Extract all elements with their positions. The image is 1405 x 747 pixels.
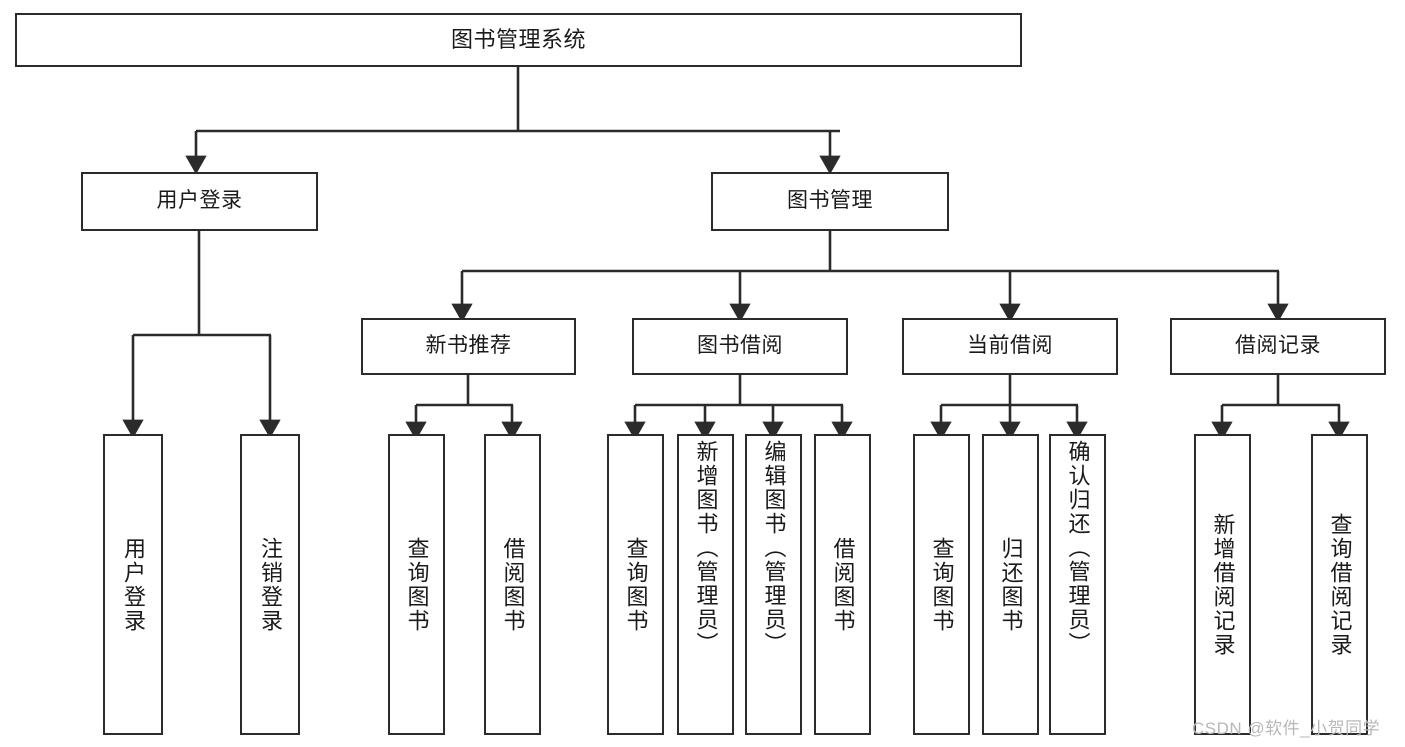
node-label: 归还图书 bbox=[998, 536, 1024, 633]
leaf-current-borrow-return[interactable]: 归还图书 bbox=[982, 434, 1039, 735]
leaf-user-login-login[interactable]: 用户登录 bbox=[103, 434, 163, 735]
leaf-book-borrow-edit[interactable]: 编辑图书（管理员） bbox=[745, 434, 802, 735]
leaf-user-login-logout[interactable]: 注销登录 bbox=[240, 434, 300, 735]
leaf-current-borrow-query[interactable]: 查询图书 bbox=[913, 434, 970, 735]
leaf-borrow-records-add[interactable]: 新增借阅记录 bbox=[1194, 434, 1251, 735]
leaf-book-borrow-add[interactable]: 新增图书（管理员） bbox=[677, 434, 734, 735]
node-label: 查询图书 bbox=[623, 536, 649, 633]
leaf-new-book-query[interactable]: 查询图书 bbox=[388, 434, 445, 735]
node-label: 借阅记录 bbox=[1235, 334, 1321, 358]
node-book-management[interactable]: 图书管理 bbox=[711, 172, 949, 231]
node-label: 新书推荐 bbox=[425, 334, 512, 358]
leaf-book-borrow-borrow[interactable]: 借阅图书 bbox=[814, 434, 871, 735]
node-new-book-recommend[interactable]: 新书推荐 bbox=[361, 318, 576, 375]
node-label: 借阅图书 bbox=[830, 536, 856, 633]
node-label: 确认归还（管理员） bbox=[1065, 440, 1091, 656]
node-label: 新增借阅记录 bbox=[1210, 512, 1236, 657]
leaf-borrow-records-query[interactable]: 查询借阅记录 bbox=[1311, 434, 1368, 735]
leaf-book-borrow-query[interactable]: 查询图书 bbox=[607, 434, 664, 735]
node-borrow-records[interactable]: 借阅记录 bbox=[1170, 318, 1386, 375]
node-label: 用户登录 bbox=[156, 189, 243, 213]
node-label: 查询借阅记录 bbox=[1327, 512, 1353, 657]
node-current-borrow[interactable]: 当前借阅 bbox=[902, 318, 1118, 375]
node-label: 用户登录 bbox=[120, 536, 146, 633]
node-label: 编辑图书（管理员） bbox=[761, 440, 787, 656]
node-label: 新增图书（管理员） bbox=[693, 440, 719, 656]
node-label: 查询图书 bbox=[404, 536, 430, 633]
node-book-borrow[interactable]: 图书借阅 bbox=[632, 318, 848, 375]
node-label: 注销登录 bbox=[257, 536, 283, 633]
node-root-system[interactable]: 图书管理系统 bbox=[15, 13, 1022, 67]
node-user-login[interactable]: 用户登录 bbox=[81, 172, 318, 231]
csdn-watermark: CSDN @软件_小贺同学 bbox=[1192, 719, 1381, 738]
node-label: 当前借阅 bbox=[967, 334, 1053, 358]
node-label: 图书管理系统 bbox=[450, 27, 586, 53]
node-label: 借阅图书 bbox=[500, 536, 526, 633]
node-label: 图书管理 bbox=[787, 189, 873, 213]
leaf-current-borrow-confirm-return[interactable]: 确认归还（管理员） bbox=[1049, 434, 1106, 735]
node-label: 图书借阅 bbox=[697, 334, 783, 358]
node-label: 查询图书 bbox=[929, 536, 955, 633]
leaf-new-book-borrow[interactable]: 借阅图书 bbox=[484, 434, 541, 735]
